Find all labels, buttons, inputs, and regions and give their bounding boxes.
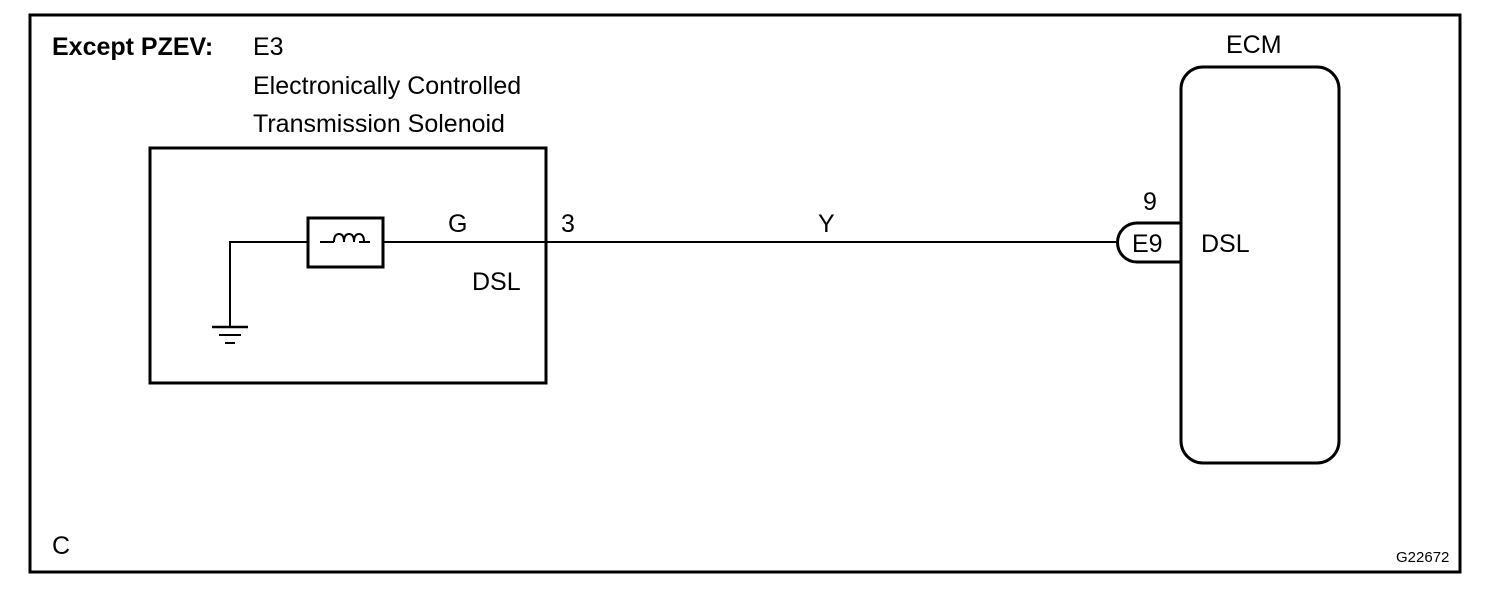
header-prefix: Except PZEV:: [52, 33, 213, 61]
ecm-connector-outline: [1116, 221, 1181, 264]
component-name-line1: Electronically Controlled: [253, 72, 521, 100]
solenoid-coil-box: [306, 216, 385, 269]
ecm-signal: DSL: [1201, 230, 1250, 258]
ground-symbol: [212, 325, 248, 344]
ecm-connector-label: E9: [1132, 230, 1163, 258]
ground-wire: [229, 241, 308, 327]
ecm-pin: 9: [1143, 188, 1157, 216]
solenoid-pin: 3: [561, 210, 575, 238]
component-code: E3: [253, 33, 284, 61]
corner-letter: C: [52, 532, 70, 560]
harness-wire-color: Y: [818, 210, 835, 238]
component-name-line2: Transmission Solenoid: [253, 110, 505, 138]
ecm-box: [1179, 65, 1341, 465]
figure-id: G22672: [1396, 549, 1449, 566]
ecm-title: ECM: [1226, 31, 1282, 59]
solenoid-box: [148, 146, 548, 385]
diagram-frame: [28, 13, 1462, 574]
coil-icon: [320, 232, 370, 243]
solenoid-wire-color: G: [448, 210, 467, 238]
solenoid-signal: DSL: [472, 268, 521, 296]
